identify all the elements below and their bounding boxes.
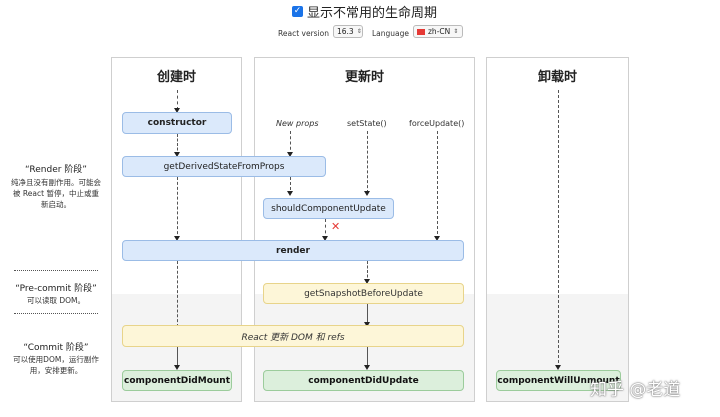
set-state-trigger: setState(): [347, 119, 387, 128]
render-phase-desc: 纯净且没有副作用。可能会被 React 暂停，中止或重新启动。: [11, 178, 101, 209]
react-version-select[interactable]: 16.3 ⇕: [333, 25, 363, 38]
arrow-head-icon: [174, 152, 180, 157]
arrow-head-icon: [174, 365, 180, 370]
arrow-line: [437, 131, 438, 239]
react-update-dom-box[interactable]: React 更新 DOM 和 refs: [122, 325, 464, 347]
mount-column-title: 创建时: [156, 70, 196, 85]
render-box[interactable]: render: [122, 240, 464, 261]
arrow-line: [290, 131, 291, 155]
render-phase-title: “Render 阶段”: [25, 165, 87, 175]
get-derived-state-box[interactable]: getDerivedStateFromProps: [122, 156, 326, 177]
arrow-head-icon: [555, 365, 561, 370]
arrow-line: [558, 90, 559, 368]
select-arrows-icon: ⇕: [356, 28, 362, 35]
arrow-line: [367, 261, 368, 282]
arrow-line: [367, 347, 368, 367]
constructor-box[interactable]: constructor: [122, 112, 232, 134]
arrow-head-icon: [322, 236, 328, 241]
language-label: Language: [372, 29, 410, 38]
arrow-head-icon: [174, 108, 180, 113]
arrow-line: [177, 90, 178, 110]
arrow-head-icon: [364, 322, 370, 327]
select-arrows-icon: ⇕: [453, 28, 459, 35]
phase-separator: [14, 270, 98, 271]
precommit-phase-desc: 可以读取 DOM。: [26, 296, 86, 305]
arrow-line: [177, 261, 178, 327]
arrow-line: [290, 177, 291, 190]
react-version-value: 16.3: [337, 27, 354, 36]
arrow-line: [177, 177, 178, 239]
phase-separator: [14, 313, 98, 314]
arrow-line: [367, 131, 368, 193]
arrow-line: [177, 134, 178, 155]
arrow-head-icon: [364, 279, 370, 284]
unmount-column-title: 卸载时: [537, 70, 577, 85]
checkbox-icon[interactable]: ✓: [292, 6, 303, 17]
arrow-head-icon: [287, 152, 293, 157]
arrow-head-icon: [287, 191, 293, 196]
component-did-mount-box[interactable]: componentDidMount: [122, 370, 232, 391]
should-component-update-box[interactable]: shouldComponentUpdate: [263, 198, 394, 219]
arrow-head-icon: [434, 236, 440, 241]
show-uncommon-label: 显示不常用的生命周期: [307, 6, 438, 21]
commit-phase-desc: 可以使用DOM，运行副作用，安排更新。: [13, 355, 99, 375]
watermark-text: 知乎 @老道: [590, 380, 681, 400]
language-value: zh-CN: [428, 27, 451, 36]
arrow-line: [367, 304, 368, 325]
arrow-line: [177, 347, 178, 367]
react-version-label: React version: [278, 29, 330, 38]
arrow-head-icon: [364, 365, 370, 370]
show-uncommon-lifecycles-toggle[interactable]: ✓ 显示不常用的生命周期: [292, 2, 437, 21]
update-column-title: 更新时: [344, 70, 384, 85]
get-snapshot-before-update-box[interactable]: getSnapshotBeforeUpdate: [263, 283, 464, 304]
language-select[interactable]: zh-CN ⇕: [413, 25, 463, 38]
component-will-unmount-box[interactable]: componentWillUnmount: [496, 370, 621, 391]
new-props-trigger: New props: [276, 119, 319, 128]
arrow-head-icon: [364, 191, 370, 196]
commit-phase-title: “Commit 阶段”: [23, 343, 89, 353]
flag-icon: [417, 28, 425, 35]
arrow-head-icon: [174, 236, 180, 241]
force-update-trigger: forceUpdate(): [409, 119, 465, 128]
component-did-update-box[interactable]: componentDidUpdate: [263, 370, 464, 391]
precommit-phase-title: “Pre-commit 阶段”: [15, 284, 97, 294]
arrow-line: [325, 219, 326, 239]
cancel-x-icon: ✕: [331, 220, 341, 233]
